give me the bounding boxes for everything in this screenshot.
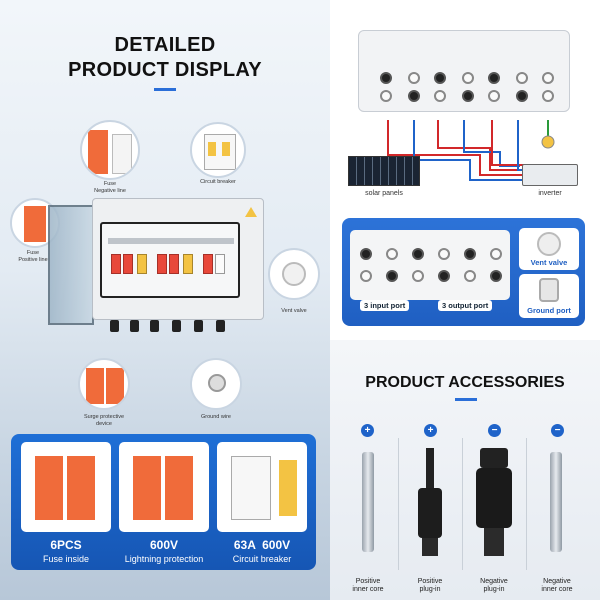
- negative-core-image: [550, 452, 562, 552]
- minus-icon: −: [488, 424, 501, 437]
- divider: [398, 438, 399, 570]
- solar-panels-label: solar panels: [365, 190, 403, 197]
- cable-gland: [194, 320, 203, 332]
- fuse-negative-callout: [80, 120, 140, 180]
- surge-callout: [78, 358, 130, 410]
- port: [542, 90, 554, 102]
- breaker-module: [215, 254, 225, 274]
- feature-value-1: 6PCS: [50, 538, 82, 552]
- ground-wire-label: Ground wire: [201, 414, 231, 420]
- port: [408, 72, 420, 84]
- circuit-breaker-module: [183, 254, 193, 274]
- accessory-label-4: Negative inner core: [541, 578, 573, 594]
- wiring-lines: [387, 120, 555, 181]
- ports-panel: 3 input port 3 output port Vent valve Gr…: [342, 218, 585, 326]
- port: [408, 90, 420, 102]
- port: [434, 72, 446, 84]
- output-port-label: 3 output port: [438, 300, 493, 311]
- breaker-image: [217, 442, 307, 532]
- positive-plug-image: [414, 448, 446, 558]
- vent-valve-port-label: Vent valve: [530, 258, 568, 267]
- fuse-holder: [157, 254, 167, 274]
- circuit-breaker-label: Circuit breaker: [200, 179, 236, 185]
- port: [462, 90, 474, 102]
- fuse-negative-label: Fuse Negative line: [94, 181, 126, 194]
- cable-gland: [110, 320, 119, 332]
- cable-gland: [130, 320, 139, 332]
- port: [380, 72, 392, 84]
- circuit-breaker-callout: [190, 122, 246, 178]
- accessory-label-2: Positive plug-in: [417, 578, 443, 594]
- divider: [526, 438, 527, 570]
- port: [516, 90, 528, 102]
- surge-image: [119, 442, 209, 532]
- ground-wire-callout: [190, 358, 242, 410]
- feature-value-3: 63A 600V: [233, 538, 291, 552]
- divider: [462, 438, 463, 570]
- positive-core-image: [362, 452, 374, 552]
- feature-desc-3: Circuit breaker: [232, 554, 292, 564]
- fuse-holder: [123, 254, 133, 274]
- vent-valve-photo: Vent valve: [519, 228, 579, 270]
- box-door: [48, 205, 94, 325]
- plus-icon: +: [361, 424, 374, 437]
- detail-title-line1: DETAILED: [114, 34, 216, 56]
- port: [380, 90, 392, 102]
- vent-valve-callout: [268, 248, 320, 300]
- port: [542, 72, 554, 84]
- detail-title-line2: PRODUCT DISPLAY: [68, 59, 262, 81]
- ports-photo: [350, 230, 510, 300]
- solar-panels-image: [348, 156, 420, 186]
- fuse-holder: [111, 254, 121, 274]
- title-underline: [154, 88, 176, 91]
- fuse-positive-label: Fuse Positive line: [18, 250, 48, 263]
- ground-port-label: Ground port: [527, 306, 571, 315]
- fuse-holder: [203, 254, 213, 274]
- cable-gland: [216, 320, 225, 332]
- accessories-underline: [455, 398, 477, 401]
- port: [516, 72, 528, 84]
- surge-module: [137, 254, 147, 274]
- feature-panel: 6PCS Fuse inside 600V Lightning protecti…: [11, 434, 316, 570]
- fuse-image: [21, 442, 111, 532]
- port: [488, 72, 500, 84]
- port: [462, 72, 474, 84]
- input-port-label: 3 input port: [360, 300, 410, 311]
- surge-label: Surge protective device: [83, 414, 125, 427]
- minus-icon: −: [551, 424, 564, 437]
- accessory-label-3: Negative plug-in: [480, 578, 508, 594]
- feature-value-2: 600V: [149, 538, 179, 552]
- vent-valve-label: Vent valve: [281, 308, 307, 314]
- cable-gland: [172, 320, 181, 332]
- port: [488, 90, 500, 102]
- feature-desc-2: Lightning protection: [124, 554, 204, 564]
- inverter-label: inverter: [538, 190, 562, 197]
- accessory-label-1: Positive inner core: [352, 578, 384, 594]
- inverter-image: [522, 164, 578, 186]
- cable-gland: [150, 320, 159, 332]
- warning-icon: [245, 207, 257, 217]
- negative-plug-image: [474, 448, 514, 558]
- port: [434, 90, 446, 102]
- feature-desc-1: Fuse inside: [42, 554, 90, 564]
- fuse-holder: [169, 254, 179, 274]
- ground-port-photo: Ground port: [519, 274, 579, 318]
- accessories-title: PRODUCT ACCESSORIES: [365, 374, 565, 391]
- plus-icon: +: [424, 424, 437, 437]
